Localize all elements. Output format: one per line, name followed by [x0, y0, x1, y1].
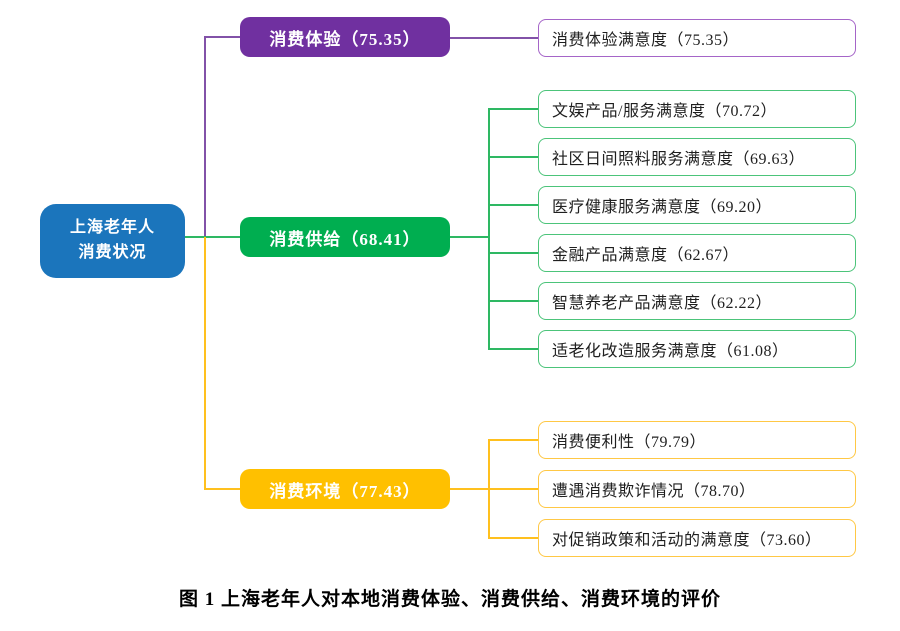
branch-node-environment: 消费环境（77.43）: [240, 469, 450, 509]
connector-line-experience-elbow: [204, 36, 240, 38]
branch-node-supply: 消费供给（68.41）: [240, 217, 450, 257]
root-node: 上海老年人 消费状况: [40, 204, 185, 278]
leaf-node-label: 遭遇消费欺诈情况（78.70）: [552, 483, 756, 500]
connector-line-supply-to-trunk: [450, 236, 490, 238]
leaf-node-label: 智慧养老产品满意度（62.22）: [552, 295, 773, 312]
leaf-node-label: 对促销政策和活动的满意度（73.60）: [552, 532, 822, 549]
connector-line-root-to-supply: [185, 236, 240, 238]
connector-line-supply-stub-6: [488, 348, 538, 350]
leaf-node-label: 医疗健康服务满意度（69.20）: [552, 199, 773, 216]
leaf-node-label: 消费便利性（79.79）: [552, 434, 707, 451]
leaf-node-aging-friendly-renovation: 适老化改造服务满意度（61.08）: [538, 330, 856, 368]
leaf-node-experience-satisfaction: 消费体验满意度（75.35）: [538, 19, 856, 57]
leaf-node-label: 社区日间照料服务满意度（69.63）: [552, 151, 806, 168]
root-node-label-line1: 上海老年人: [69, 219, 155, 237]
leaf-node-label: 金融产品满意度（62.67）: [552, 247, 740, 264]
connector-line-experience-to-leaf: [450, 37, 538, 39]
leaf-node-medical-health: 医疗健康服务满意度（69.20）: [538, 186, 856, 224]
connector-line-environment-vertical: [204, 237, 206, 490]
connector-line-environment-stub-3: [488, 537, 538, 539]
connector-line-supply-stub-2: [488, 156, 538, 158]
root-node-label-line2: 消费状况: [78, 244, 147, 261]
connector-line-environment-stub-1: [488, 439, 538, 441]
connector-line-supply-stub-1: [488, 108, 538, 110]
leaf-node-smart-eldercare: 智慧养老产品满意度（62.22）: [538, 282, 856, 320]
connector-line-supply-trunk: [488, 108, 490, 350]
leaf-node-label: 文娱产品/服务满意度（70.72）: [552, 103, 777, 120]
figure-caption: 图 1 上海老年人对本地消费体验、消费供给、消费环境的评价: [178, 589, 721, 610]
leaf-node-convenience: 消费便利性（79.79）: [538, 421, 856, 459]
leaf-node-label: 适老化改造服务满意度（61.08）: [552, 343, 789, 360]
connector-line-supply-stub-5: [488, 300, 538, 302]
branch-node-experience: 消费体验（75.35）: [240, 17, 450, 57]
leaf-node-fraud-encounter: 遭遇消费欺诈情况（78.70）: [538, 470, 856, 508]
connector-line-environment-elbow: [204, 488, 240, 490]
leaf-node-community-daycare: 社区日间照料服务满意度（69.63）: [538, 138, 856, 176]
leaf-node-culture-entertainment: 文娱产品/服务满意度（70.72）: [538, 90, 856, 128]
branch-node-supply-label: 消费供给（68.41）: [269, 229, 421, 249]
connector-line-experience-vertical: [204, 37, 206, 238]
connector-line-supply-stub-3: [488, 204, 538, 206]
branch-node-environment-label: 消费环境（77.43）: [269, 481, 421, 501]
connector-line-environment-stub-2: [488, 488, 538, 490]
connector-line-environment-to-trunk: [450, 488, 490, 490]
branch-node-experience-label: 消费体验（75.35）: [269, 29, 421, 49]
leaf-node-promotion-policy: 对促销政策和活动的满意度（73.60）: [538, 519, 856, 557]
connector-line-supply-stub-4: [488, 252, 538, 254]
leaf-node-label: 消费体验满意度（75.35）: [552, 32, 740, 49]
leaf-node-financial-products: 金融产品满意度（62.67）: [538, 234, 856, 272]
